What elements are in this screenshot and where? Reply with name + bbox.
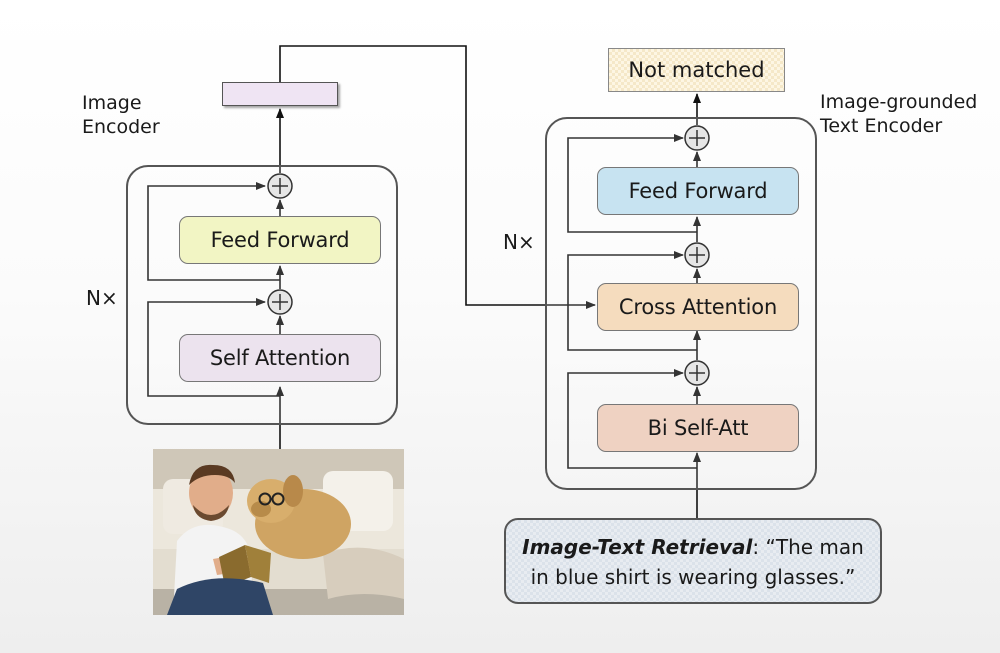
query-text-line2: in blue shirt is wearing glasses.” [530,565,856,589]
image-encoder-label-line2: Encoder [82,116,160,138]
image-feed-forward: Feed Forward [179,216,381,264]
text-add-plus-icon-middle [684,242,710,268]
query-text-box: Image-Text Retrieval: “The man in blue s… [504,518,882,604]
image-add-plus-icon-bottom [267,289,293,315]
image-encoder-block [126,165,398,425]
text-bi-self-att: Bi Self-Att [597,404,799,452]
text-cross-attention-label: Cross Attention [618,295,778,319]
image-self-attention-label: Self Attention [209,346,351,370]
image-self-attention: Self Attention [179,334,381,382]
text-encoder-label-line1: Image-grounded [820,91,978,113]
image-feed-forward-label: Feed Forward [210,228,350,252]
query-text-line1: “The man [765,535,864,559]
query-separator: : [752,535,766,559]
image-add-plus-icon-top [267,173,293,199]
text-bi-self-att-label: Bi Self-Att [647,416,749,440]
text-encoder-label: Image-grounded Text Encoder [820,90,977,138]
query-task-name: Image-Text Retrieval [522,535,753,559]
image-encoder-label-line1: Image [82,92,142,114]
image-embedding-token [222,82,338,106]
text-cross-attention: Cross Attention [597,283,799,331]
image-encoder-label: Image Encoder [82,91,160,139]
query-line1: Image-Text Retrieval: “The man [520,532,866,562]
text-encoder-repeat: N× [503,230,535,254]
output-label: Not matched [628,58,765,82]
text-feed-forward: Feed Forward [597,167,799,215]
text-feed-forward-label: Feed Forward [628,179,768,203]
output-not-matched: Not matched [608,48,785,92]
input-photo-man-with-dog [153,449,404,615]
text-encoder-label-line2: Text Encoder [820,115,943,137]
text-add-plus-icon-top [684,125,710,151]
text-add-plus-icon-bottom [684,360,710,386]
image-encoder-repeat: N× [86,286,118,310]
